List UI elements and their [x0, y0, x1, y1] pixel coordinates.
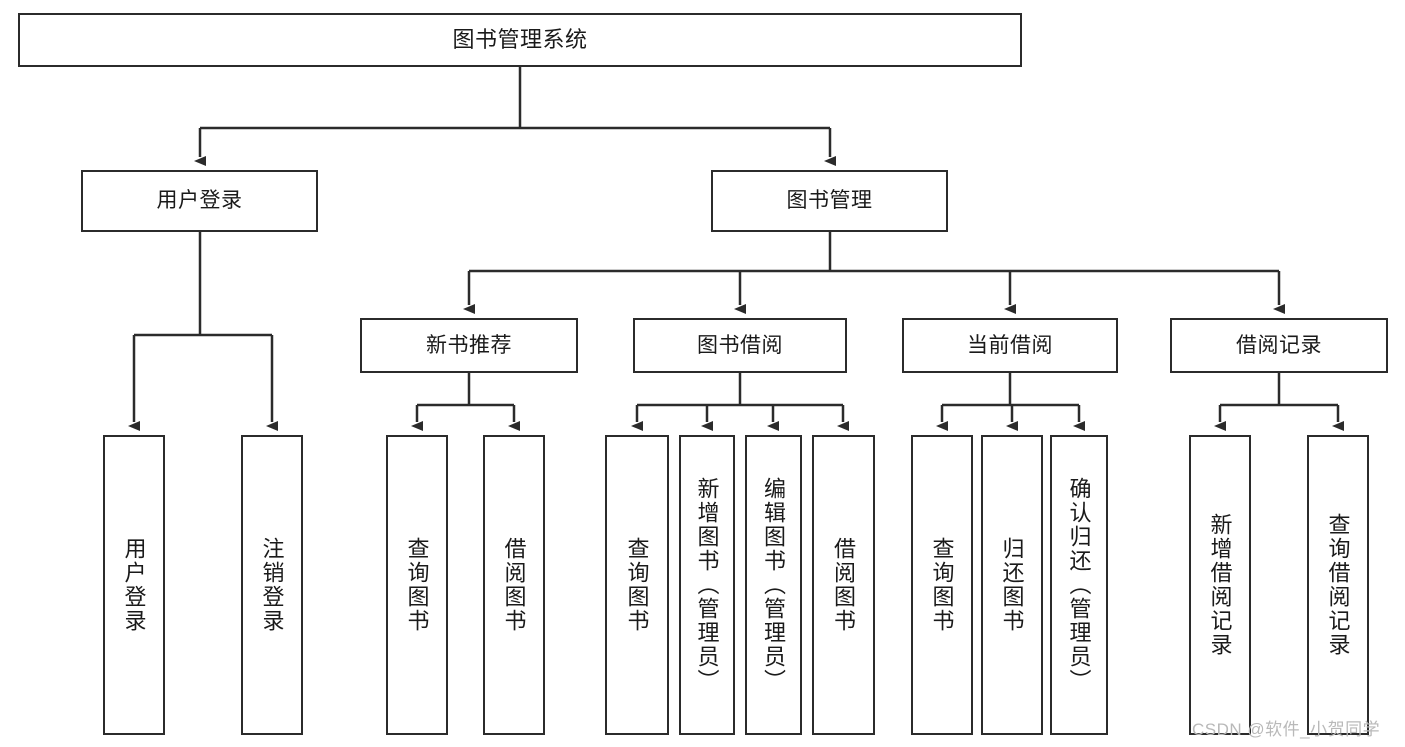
- node-leaf-add-record-label: 新增借阅记录: [1207, 513, 1233, 657]
- node-leaf-borrow-book-1-label: 借阅图书: [501, 537, 527, 633]
- node-leaf-add-book-label: 新增图书（管理员）: [694, 477, 720, 693]
- node-leaf-user-logout-label: 注销登录: [259, 537, 285, 633]
- node-current-borrow[interactable]: 当前借阅: [902, 318, 1118, 373]
- node-new-book-rec-label: 新书推荐: [426, 333, 512, 357]
- node-leaf-confirm-return[interactable]: 确认归还（管理员）: [1050, 435, 1108, 735]
- csdn-watermark: CSDN @软件_小贺同学: [1192, 720, 1381, 739]
- node-book-manage[interactable]: 图书管理: [711, 170, 948, 232]
- node-book-borrow-label: 图书借阅: [697, 333, 783, 357]
- node-leaf-user-login[interactable]: 用户登录: [103, 435, 165, 735]
- node-leaf-borrow-book-1[interactable]: 借阅图书: [483, 435, 545, 735]
- node-leaf-query-record-label: 查询借阅记录: [1325, 513, 1351, 657]
- node-user-login-label: 用户登录: [156, 189, 243, 213]
- node-borrow-record-label: 借阅记录: [1236, 333, 1322, 357]
- node-leaf-edit-book[interactable]: 编辑图书（管理员）: [745, 435, 802, 735]
- node-new-book-rec[interactable]: 新书推荐: [360, 318, 578, 373]
- node-leaf-query-book-3-label: 查询图书: [929, 537, 955, 633]
- node-leaf-edit-book-label: 编辑图书（管理员）: [761, 477, 787, 693]
- node-leaf-user-login-label: 用户登录: [121, 537, 147, 633]
- node-user-login[interactable]: 用户登录: [81, 170, 318, 232]
- node-leaf-add-record[interactable]: 新增借阅记录: [1189, 435, 1251, 735]
- node-leaf-query-book-2[interactable]: 查询图书: [605, 435, 669, 735]
- node-leaf-query-book-1-label: 查询图书: [404, 537, 430, 633]
- node-borrow-record[interactable]: 借阅记录: [1170, 318, 1388, 373]
- node-leaf-return-book-label: 归还图书: [999, 537, 1025, 633]
- node-leaf-borrow-book-2[interactable]: 借阅图书: [812, 435, 875, 735]
- node-leaf-query-book-1[interactable]: 查询图书: [386, 435, 448, 735]
- node-leaf-query-book-3[interactable]: 查询图书: [911, 435, 973, 735]
- node-leaf-return-book[interactable]: 归还图书: [981, 435, 1043, 735]
- node-book-borrow[interactable]: 图书借阅: [633, 318, 847, 373]
- node-current-borrow-label: 当前借阅: [967, 333, 1053, 357]
- node-leaf-query-record[interactable]: 查询借阅记录: [1307, 435, 1369, 735]
- node-leaf-query-book-2-label: 查询图书: [624, 537, 650, 633]
- node-root-label: 图书管理系统: [452, 26, 588, 52]
- node-leaf-borrow-book-2-label: 借阅图书: [831, 537, 857, 633]
- node-leaf-user-logout[interactable]: 注销登录: [241, 435, 303, 735]
- node-leaf-confirm-return-label: 确认归还（管理员）: [1066, 477, 1092, 693]
- node-leaf-add-book[interactable]: 新增图书（管理员）: [679, 435, 735, 735]
- node-root[interactable]: 图书管理系统: [18, 13, 1022, 67]
- node-book-manage-label: 图书管理: [786, 189, 873, 213]
